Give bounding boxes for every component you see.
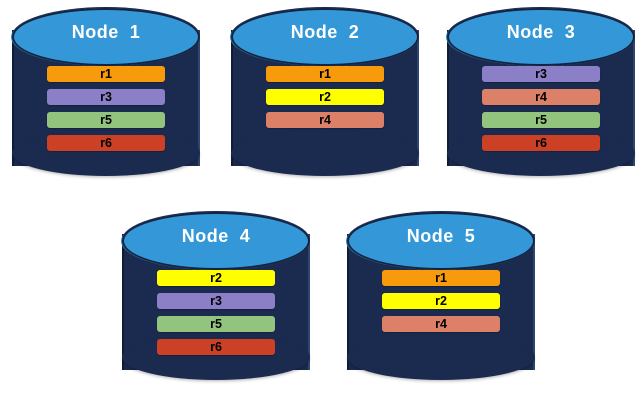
record-bar-r2[interactable]: r2 [266,89,384,105]
cylinder-top-ellipse [447,8,635,66]
record-bar-r1[interactable]: r1 [382,270,500,286]
record-bar-r5[interactable]: r5 [47,112,165,128]
cylinder-bottom-ellipse [347,334,535,380]
record-bar-list: r1 r3 r5 r6 [12,66,200,158]
cylinder-bottom-ellipse [231,130,419,176]
record-bar-list: r1 r2 r4 [347,270,535,339]
record-bar-r3[interactable]: r3 [482,66,600,82]
node-cylinder-2[interactable]: Node 2 r1 r2 r4 [231,8,419,188]
record-bar-r4[interactable]: r4 [266,112,384,128]
record-bar-r1[interactable]: r1 [266,66,384,82]
record-bar-r2[interactable]: r2 [157,270,275,286]
node-title: Node 3 [506,22,576,42]
node-cylinder-5[interactable]: Node 5 r1 r2 r4 [347,212,535,392]
node-cylinder-4[interactable]: Node 4 r2 r3 r5 r6 [122,212,310,392]
node-title: Node 2 [290,22,360,42]
record-bar-list: r2 r3 r5 r6 [122,270,310,362]
record-bar-r4[interactable]: r4 [382,316,500,332]
record-bar-r2[interactable]: r2 [382,293,500,309]
record-bar-r5[interactable]: r5 [482,112,600,128]
record-bar-r3[interactable]: r3 [157,293,275,309]
record-bar-list: r3 r4 r5 r6 [447,66,635,158]
record-bar-r6[interactable]: r6 [47,135,165,151]
record-bar-r6[interactable]: r6 [157,339,275,355]
record-bar-r4[interactable]: r4 [482,89,600,105]
cylinder-top-ellipse [12,8,200,66]
node-cylinder-1[interactable]: Node 1 r1 r3 r5 r6 [12,8,200,188]
record-bar-r6[interactable]: r6 [482,135,600,151]
cylinder-top-ellipse [231,8,419,66]
record-bar-r5[interactable]: r5 [157,316,275,332]
node-cylinder-3[interactable]: Node 3 r3 r4 r5 r6 [447,8,635,188]
cylinder-top-ellipse [347,212,535,270]
record-bar-r3[interactable]: r3 [47,89,165,105]
node-title: Node 1 [71,22,141,42]
record-bar-r1[interactable]: r1 [47,66,165,82]
node-title: Node 5 [406,226,476,246]
record-bar-list: r1 r2 r4 [231,66,419,135]
node-title: Node 4 [181,226,251,246]
cylinder-top-ellipse [122,212,310,270]
